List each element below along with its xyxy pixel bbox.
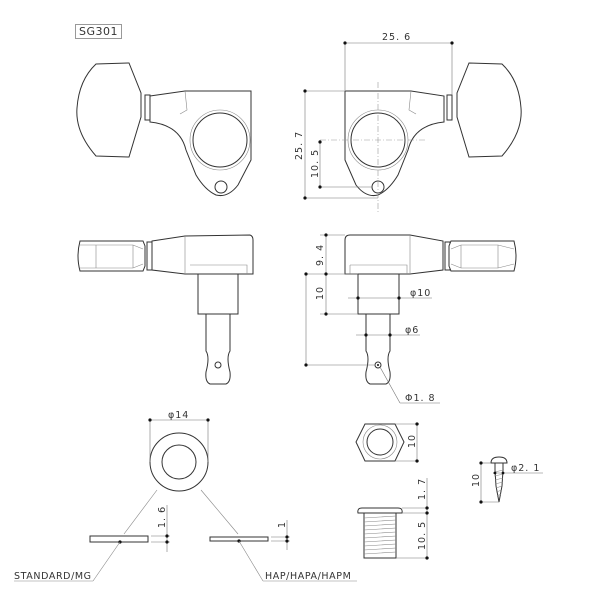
dim-shaft-length: 10 — [315, 286, 326, 300]
dim-washer-diameter: φ14 — [168, 410, 189, 421]
dim-standard-thickness: 1. 6 — [157, 506, 168, 528]
label-hap-hapa-hapm: HAP/HAPA/HAPM — [265, 571, 351, 582]
dim-overall-height: 25. 7 — [294, 131, 305, 160]
dim-post-to-screw: 10. 5 — [310, 149, 321, 178]
side-view-right — [304, 233, 517, 404]
front-view-right — [303, 41, 522, 212]
dim-screw-length: 10 — [471, 473, 482, 487]
label-standard-mg: STANDARD/MG — [14, 571, 92, 582]
dim-overall-width: 25. 6 — [382, 32, 411, 43]
side-view-left — [77, 234, 254, 385]
dim-hex-width: 10 — [407, 434, 418, 448]
bushing-drawing — [355, 422, 429, 560]
model-label: SG301 — [75, 24, 123, 39]
screw-drawing — [479, 456, 543, 504]
dim-housing-height: 9. 4 — [315, 244, 326, 266]
dim-shaft-dia-large: φ10 — [410, 288, 431, 299]
dim-thread-length: 10. 5 — [417, 521, 428, 550]
dim-shaft-dia-small: φ6 — [405, 325, 419, 336]
dim-flange-thickness: 1. 7 — [417, 478, 428, 500]
washer-drawing — [14, 418, 357, 582]
dim-hap-thickness: 1 — [277, 521, 288, 528]
dim-screw-diameter: φ2. 1 — [511, 463, 540, 474]
dim-string-hole-dia: Φ1. 8 — [405, 393, 436, 404]
front-view-left — [76, 62, 252, 196]
